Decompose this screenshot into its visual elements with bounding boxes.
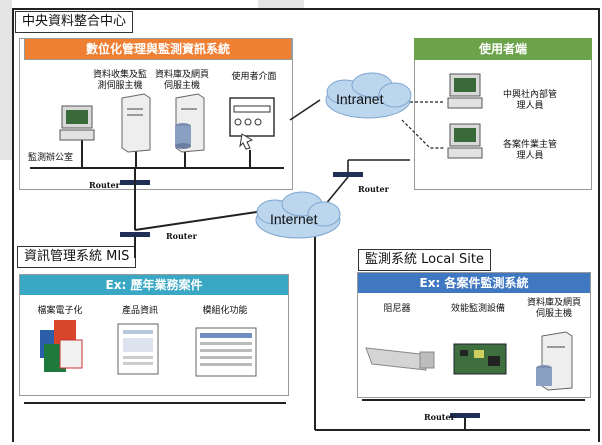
mis-item: 產品資訊 <box>121 306 158 316</box>
central-frame <box>12 8 600 442</box>
local-item: 阻尼器 <box>383 304 411 314</box>
central-title: 中央資料整合中心 <box>15 11 134 33</box>
device-label: 資料收集及監測伺服主機 <box>92 70 147 91</box>
office-label: 監測辦公室 <box>28 153 74 163</box>
database-icon <box>536 365 552 386</box>
router-icon <box>120 232 150 237</box>
local-panel-title: Ex: 各案件監測系統 <box>358 273 590 293</box>
user-interface-icon <box>229 97 275 150</box>
internet-label: Internet <box>270 211 318 227</box>
office-files-icon <box>40 320 83 372</box>
mis-title: 資訊管理系統 MIS <box>17 246 137 268</box>
document-icon <box>117 323 159 375</box>
local-item: 資料庫及網頁伺服主機 <box>526 298 581 319</box>
router-label: Router <box>424 412 455 422</box>
router-icon <box>450 413 480 418</box>
computer-icon <box>447 73 483 109</box>
user-label: 中興社內部管理人員 <box>502 90 557 111</box>
damper-icon <box>365 347 435 371</box>
central-panel-title: 數位化管理與監測資訊系統 <box>85 42 230 56</box>
local-title: 監測系統 Local Site <box>358 249 491 271</box>
local-item: 效能監測設備 <box>450 304 505 314</box>
central-panel: 數位化管理與監測資訊系統 <box>24 38 292 60</box>
mis-item: 檔案電子化 <box>37 306 83 316</box>
intranet-label: Intranet <box>336 91 384 107</box>
computer-icon <box>447 123 483 159</box>
database-icon <box>175 123 191 149</box>
monitoring-board-icon <box>453 343 507 375</box>
user-side-header: 使用者端 <box>414 38 592 60</box>
device-label: 資料庫及網頁伺服主機 <box>154 70 209 91</box>
server-icon <box>121 93 151 153</box>
router-label: Router <box>358 184 389 194</box>
mis-panel-title: Ex: 歷年業務案件 <box>20 275 288 295</box>
device-label: 使用者介面 <box>231 72 277 82</box>
user-side-title: 使用者端 <box>478 42 527 56</box>
mis-item: 模組化功能 <box>202 306 248 316</box>
router-label: Router <box>166 231 197 241</box>
internet-cloud <box>255 191 341 239</box>
scan-artifact <box>258 0 304 9</box>
router-icon <box>333 172 363 177</box>
intranet-cloud <box>325 72 412 119</box>
router-label: Router <box>89 180 120 190</box>
user-label: 各案件業主管理人員 <box>502 140 557 161</box>
module-table-icon <box>195 327 257 377</box>
computer-icon <box>59 105 95 141</box>
scan-artifact <box>0 0 12 160</box>
